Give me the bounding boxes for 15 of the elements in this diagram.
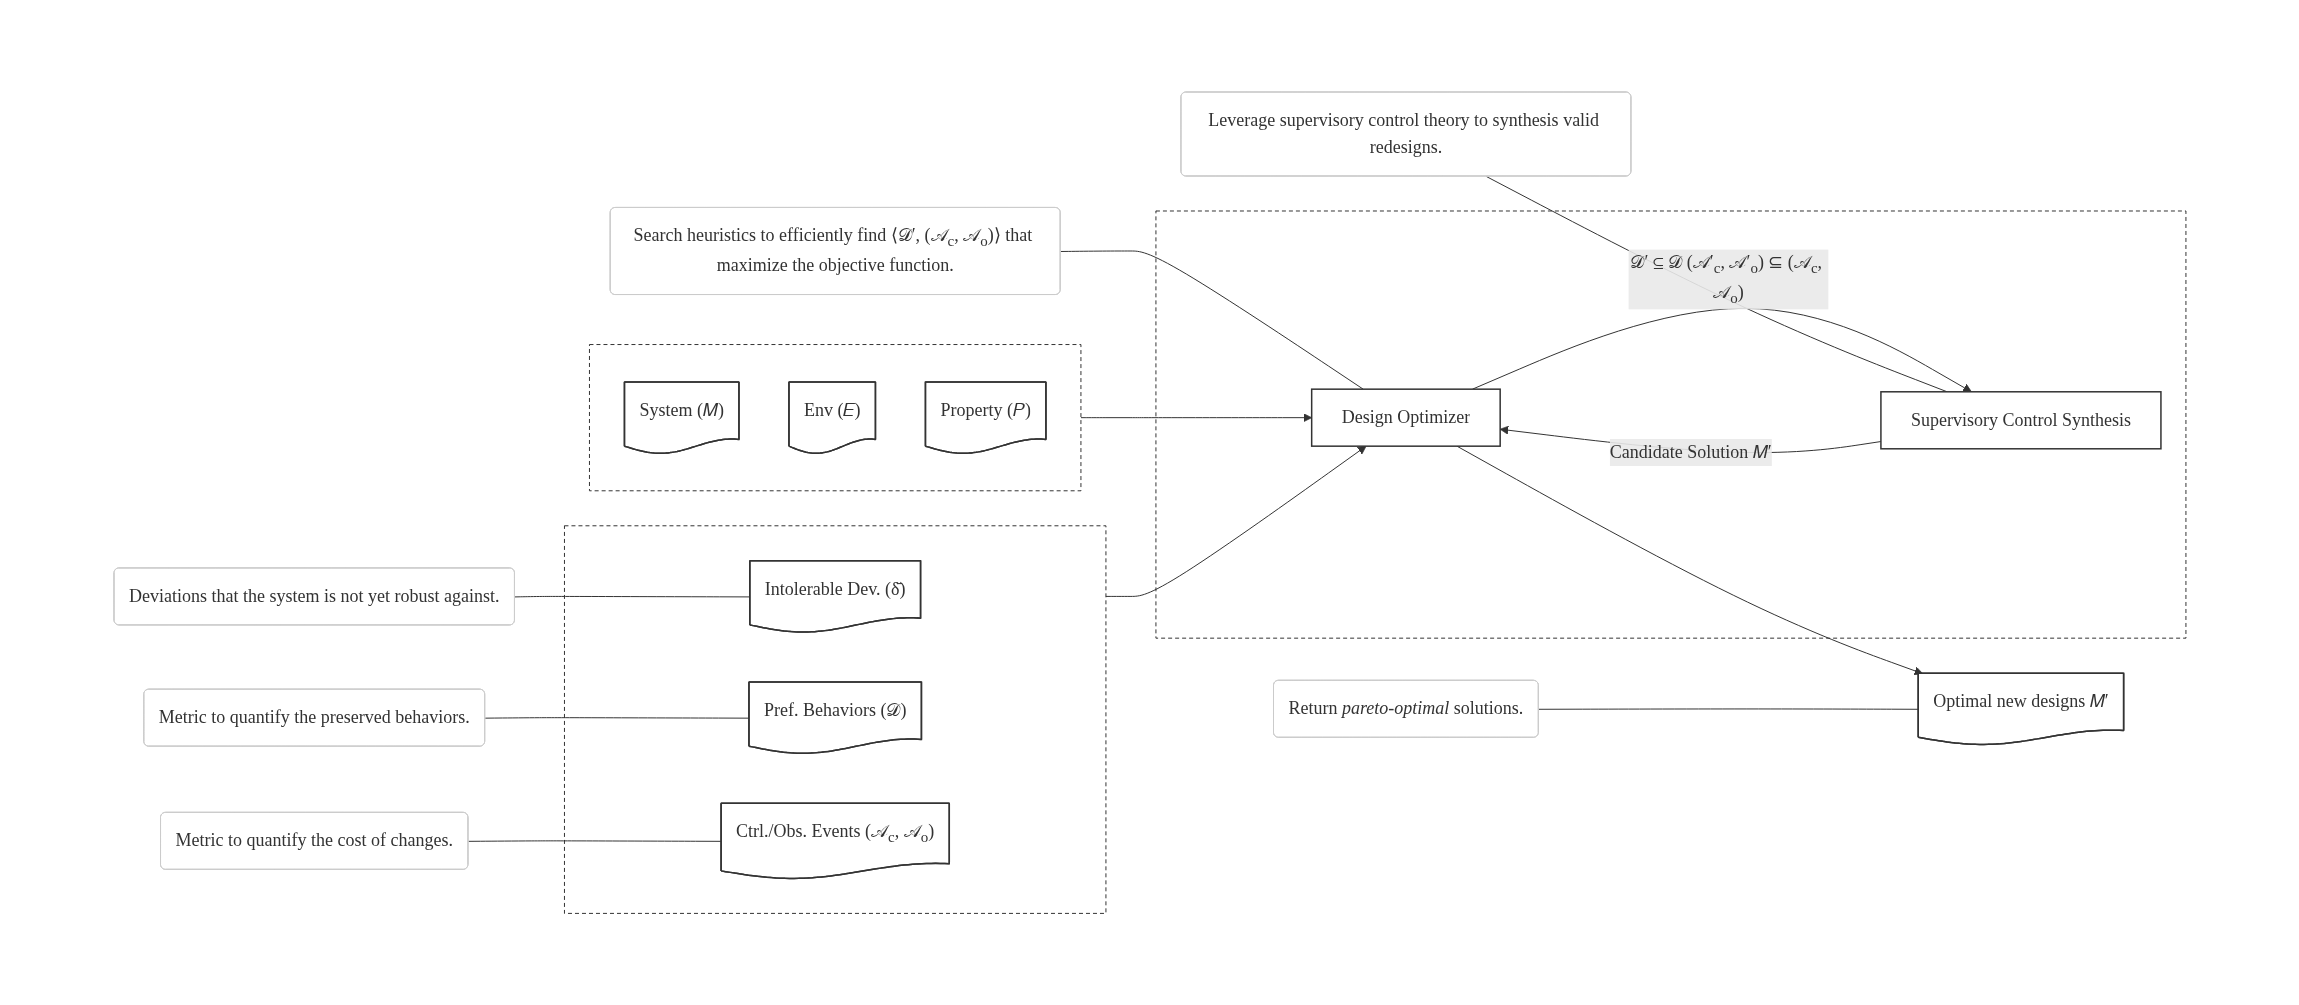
cluster [1154,210,2186,639]
connector [484,716,750,719]
arrow [1079,413,1312,422]
arrow [1456,445,1923,675]
node-box: Design Optimizer [1310,388,1501,447]
connector [1059,250,1364,390]
cluster [563,525,1106,914]
edge-label: 𝒟′ ⊆ 𝒟 (𝒜′$_{c}$, 𝒜′$_{o}$) ⊆ (𝒜$_{c}$, 𝒜$_{o}$) [1629,252,1822,306]
connector [467,840,722,842]
edge-label: Candidate Solution 𝑀′ [1609,441,1772,462]
node-box: Supervisory Control Synthesis [1879,390,2162,450]
arrow [1104,445,1366,597]
cluster [588,343,1081,492]
connector [514,595,751,598]
connector [1537,708,1919,710]
